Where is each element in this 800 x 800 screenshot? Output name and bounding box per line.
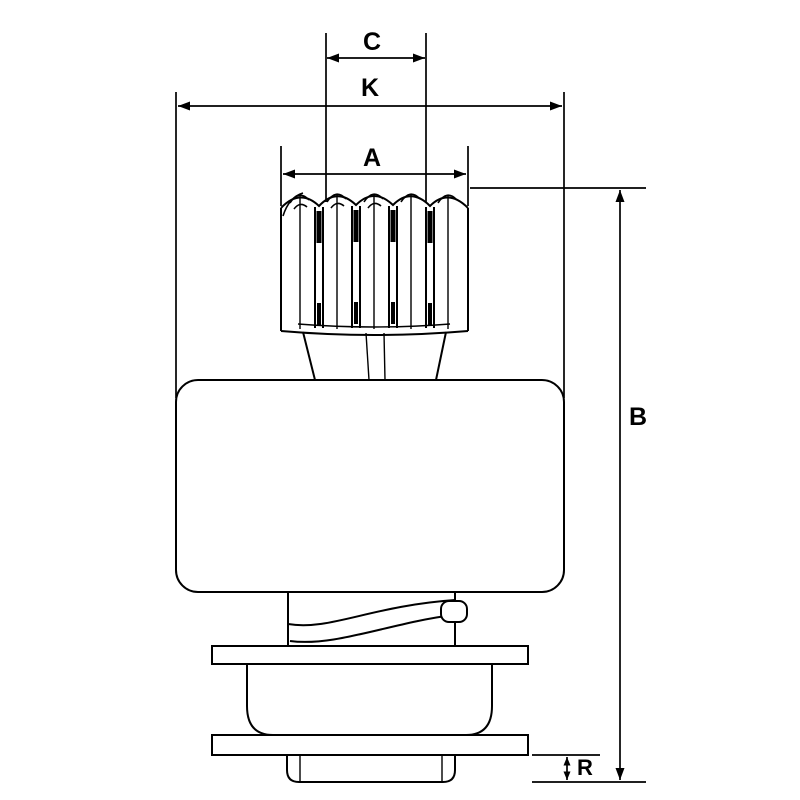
gear-helix-mark bbox=[293, 203, 308, 210]
gear-helix-mark bbox=[367, 202, 382, 209]
spline-thread-line bbox=[287, 599, 456, 627]
end-collar-outline bbox=[286, 754, 456, 783]
spline-thread-line bbox=[289, 614, 454, 643]
neck-left-edge bbox=[302, 331, 316, 381]
dimension-label-r: R bbox=[577, 755, 593, 780]
end-collar bbox=[286, 754, 456, 783]
dimension-b: B bbox=[470, 187, 647, 783]
neck-inner-line bbox=[365, 332, 370, 381]
clutch-housing-body bbox=[175, 379, 565, 593]
dimension-k: K bbox=[175, 74, 565, 398]
gear-helix-mark bbox=[330, 202, 345, 209]
gear-helix-mark bbox=[437, 194, 458, 204]
gear-helix-mark bbox=[400, 193, 421, 203]
spline-thread-end bbox=[440, 600, 468, 623]
gear-helix-mark bbox=[282, 192, 304, 217]
neck-right-edge bbox=[435, 331, 447, 381]
gear-neck bbox=[302, 331, 447, 381]
dimension-a: A bbox=[280, 144, 469, 206]
dimension-label-b: B bbox=[629, 403, 647, 431]
gear-helix-mark bbox=[326, 193, 347, 203]
pinion-gear bbox=[280, 192, 469, 336]
gear-helix-mark bbox=[363, 193, 384, 203]
collar bbox=[246, 663, 493, 736]
dimension-label-k: K bbox=[361, 74, 379, 102]
upper-flange bbox=[211, 645, 529, 665]
lower-flange bbox=[211, 734, 529, 756]
dimension-c: C bbox=[325, 28, 427, 202]
neck-inner-line bbox=[383, 332, 386, 381]
dimension-r: R bbox=[532, 754, 600, 780]
gear-bottom-edge bbox=[280, 330, 469, 336]
dimension-label-c: C bbox=[363, 28, 381, 56]
dimension-label-a: A bbox=[363, 144, 381, 172]
spline-shaft bbox=[287, 592, 468, 646]
